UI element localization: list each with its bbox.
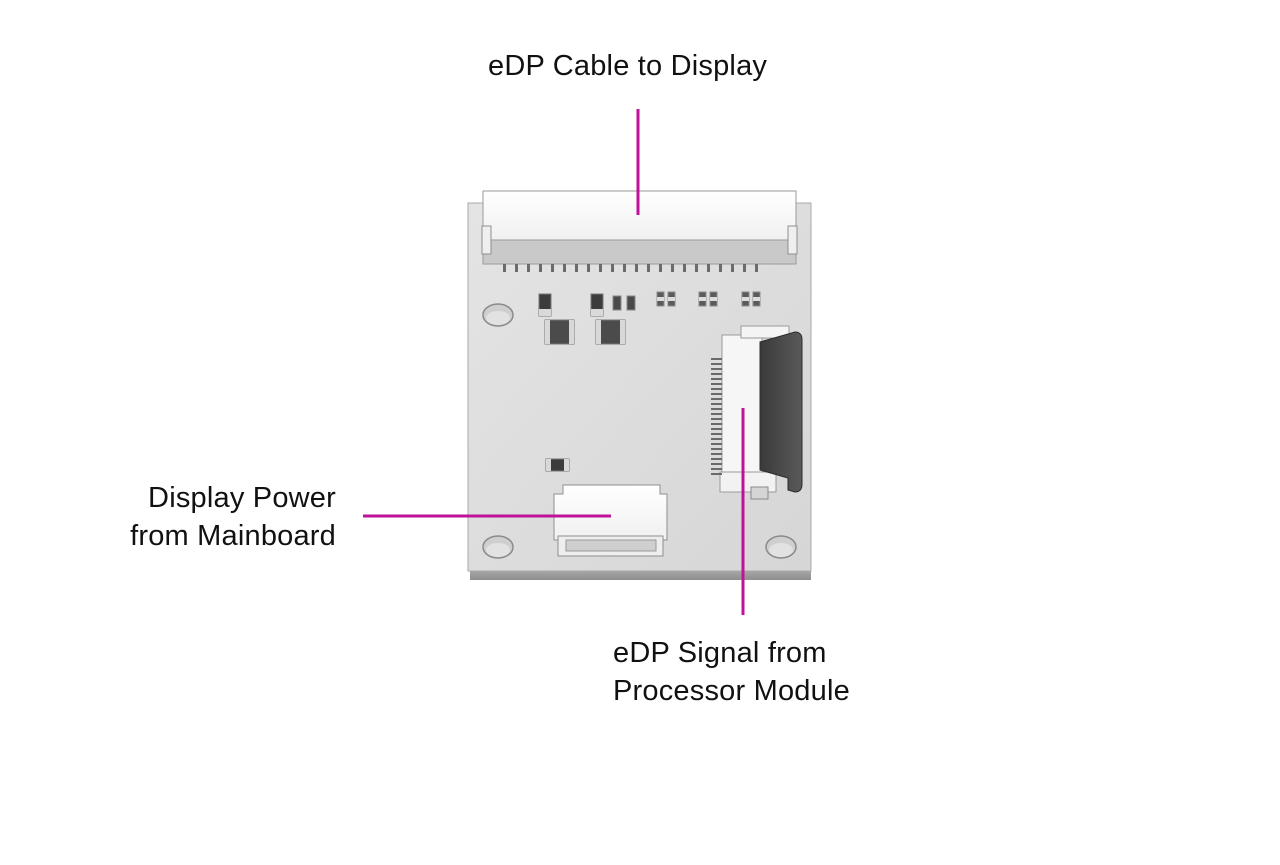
connector-pins xyxy=(711,358,722,475)
label-edp-signal-line2: Processor Module xyxy=(613,675,850,707)
label-edp-signal-line1: eDP Signal from xyxy=(613,637,827,669)
connector-pins xyxy=(503,264,758,272)
edp-display-connector xyxy=(481,190,798,272)
label-edp-cable-text: eDP Cable to Display xyxy=(488,50,768,82)
label-edp-cable: eDP Cable to Display xyxy=(488,47,767,85)
mounting-holes xyxy=(482,303,797,559)
edp-signal-connector xyxy=(711,325,803,500)
label-edp-signal: eDP Signal from Processor Module xyxy=(613,634,850,710)
leader-lines xyxy=(363,109,745,615)
label-display-power: Display Power from Mainboard xyxy=(100,479,336,555)
display-power-connector xyxy=(553,484,668,557)
passive-components xyxy=(538,291,761,472)
label-display-power-line1: Display Power xyxy=(148,482,336,514)
label-display-power-line2: from Mainboard xyxy=(130,520,336,552)
